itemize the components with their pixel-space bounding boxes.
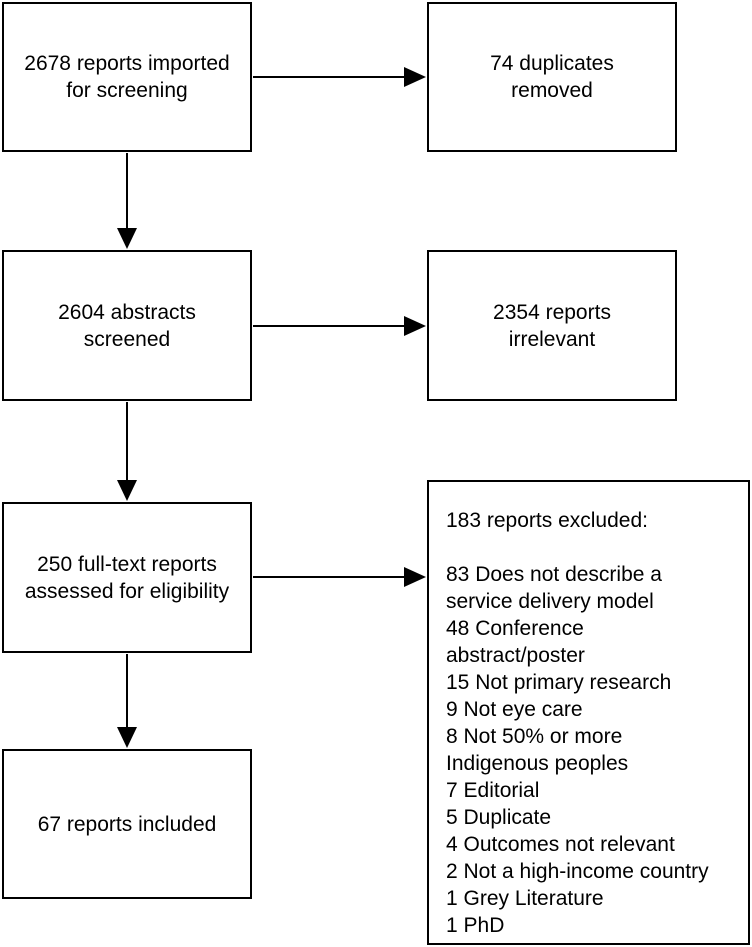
fulltext-assessed-box: 250 full-text reports assessed for eligi… — [2, 502, 252, 653]
reports-irrelevant-line-1: 2354 reports — [493, 300, 611, 324]
reports-excluded-title: 183 reports excluded: — [446, 509, 648, 532]
arrow-fulltext-to-excluded — [253, 567, 426, 587]
reports-excluded-spacer — [446, 534, 748, 561]
reports-included-line-1: 67 reports included — [37, 812, 217, 836]
excluded-reason-item: 5 Duplicate — [446, 806, 552, 829]
reports-imported-line-2: for screening — [66, 79, 188, 102]
fulltext-assessed-line-2: assessed for eligibility — [24, 579, 230, 603]
fulltext-assessed-line-1: 250 full-text reports — [37, 552, 217, 576]
arrow-screened-to-fulltext — [117, 402, 137, 501]
abstracts-screened-line-1: 2604 abstracts — [58, 300, 196, 324]
reports-irrelevant-line-2: irrelevant — [508, 327, 596, 351]
duplicates-removed-line-2: removed — [511, 79, 593, 102]
excluded-reason-item: 48 Conference — [446, 617, 584, 640]
excluded-reason-item: abstract/poster — [446, 644, 585, 667]
excluded-reason-item: 9 Not eye care — [446, 698, 583, 721]
reports-imported-box: 2678 reports imported for screening — [2, 2, 252, 152]
excluded-reason-item: Indigenous peoples — [446, 752, 629, 775]
excluded-reason-item: 8 Not 50% or more — [446, 725, 623, 748]
excluded-reason-item: 15 Not primary research — [446, 671, 672, 694]
excluded-reason-item: 1 Grey Literature — [446, 887, 604, 910]
reports-excluded-box: 183 reports excluded: 83 Does not descri… — [427, 480, 750, 945]
reports-irrelevant-box: 2354 reports irrelevant — [427, 250, 677, 401]
arrow-imported-to-duplicates — [253, 67, 426, 87]
excluded-reason-item: 83 Does not describe a — [446, 563, 662, 586]
arrow-fulltext-to-included — [117, 654, 137, 748]
abstracts-screened-line-2: screened — [83, 327, 171, 351]
abstracts-screened-box: 2604 abstracts screened — [2, 250, 252, 401]
excluded-reason-item: service delivery model — [446, 590, 654, 613]
excluded-reason-item: 1 PhD — [446, 914, 505, 937]
reports-included-box: 67 reports included — [2, 749, 252, 899]
duplicates-removed-line-1: 74 duplicates — [490, 52, 614, 75]
excluded-reason-item: 7 Editorial — [446, 779, 540, 802]
reports-imported-line-1: 2678 reports imported — [24, 52, 230, 75]
arrow-imported-to-screened — [117, 153, 137, 249]
excluded-reason-item: 4 Outcomes not relevant — [446, 833, 675, 856]
excluded-reason-item: 2 Not a high-income country — [446, 860, 709, 883]
arrow-screened-to-irrelevant — [253, 316, 426, 336]
duplicates-removed-box: 74 duplicates removed — [427, 2, 677, 152]
